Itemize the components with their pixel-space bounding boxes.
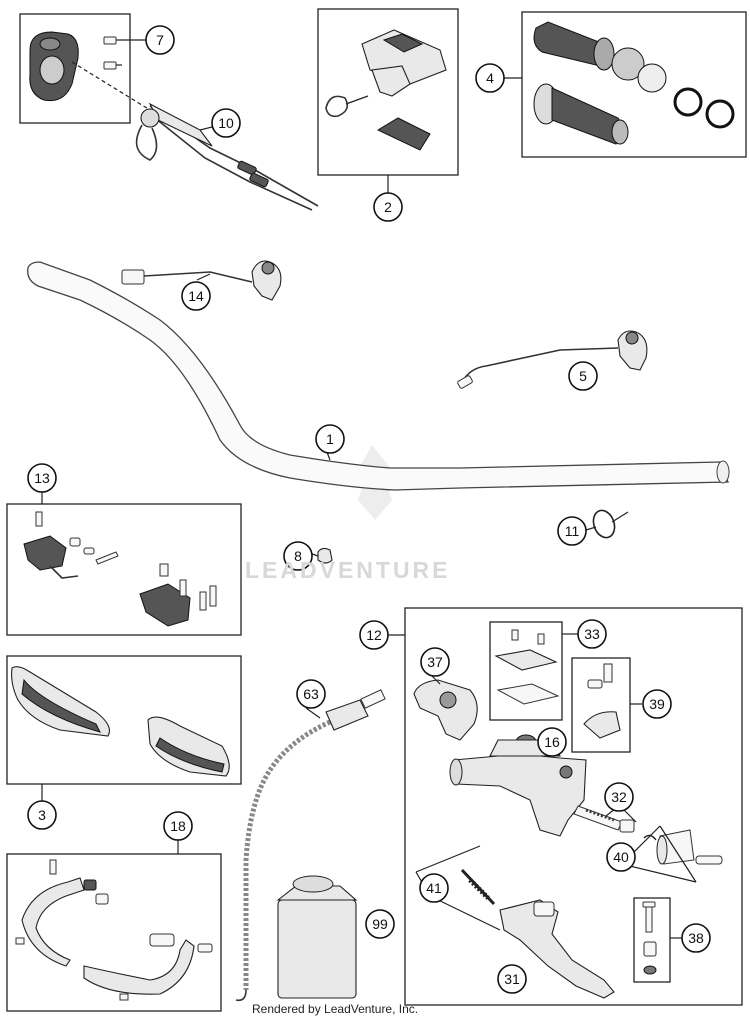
mc-clamp-part bbox=[583, 663, 621, 739]
bracket-upper-part bbox=[21, 859, 109, 967]
box-pivot-bolt bbox=[633, 897, 671, 983]
callout-10: 10 bbox=[211, 108, 241, 138]
callout-16-label: 16 bbox=[544, 734, 560, 750]
throttle-cables-part bbox=[135, 102, 319, 211]
callout-14: 14 bbox=[181, 281, 211, 311]
callout-63: 63 bbox=[296, 679, 326, 709]
kill-switch-part bbox=[121, 260, 282, 301]
box-reservoir-cap bbox=[489, 621, 563, 721]
bracket-lower-part bbox=[15, 933, 213, 1001]
cable-tie-part bbox=[325, 95, 369, 118]
callout-63-label: 63 bbox=[303, 686, 319, 702]
callout-40-label: 40 bbox=[613, 849, 629, 865]
box-clamp-39 bbox=[571, 657, 631, 753]
callout-37: 37 bbox=[420, 647, 450, 677]
throttle-housing-part bbox=[29, 31, 79, 102]
callout-38-label: 38 bbox=[688, 930, 704, 946]
callout-33-label: 33 bbox=[584, 626, 600, 642]
box-clamps bbox=[6, 503, 242, 636]
callout-39: 39 bbox=[642, 689, 672, 719]
switch-part bbox=[361, 29, 447, 97]
callout-32-label: 32 bbox=[611, 789, 627, 805]
callout-39-label: 39 bbox=[649, 696, 665, 712]
screws-part bbox=[103, 36, 122, 70]
grip-rings-part bbox=[673, 87, 735, 129]
callout-31: 31 bbox=[497, 964, 527, 994]
master-cylinder-part bbox=[449, 739, 587, 837]
callout-3-label: 3 bbox=[38, 807, 46, 823]
fluid-bottle-part bbox=[276, 875, 358, 999]
callout-7: 7 bbox=[145, 25, 175, 55]
clip-part bbox=[317, 547, 333, 564]
callout-41: 41 bbox=[419, 873, 449, 903]
start-switch-part bbox=[457, 330, 648, 389]
callout-33: 33 bbox=[577, 619, 607, 649]
callout-12: 12 bbox=[359, 620, 389, 650]
callout-18-label: 18 bbox=[170, 818, 186, 834]
callout-32: 32 bbox=[604, 782, 634, 812]
grip-left-part bbox=[533, 21, 667, 93]
callout-2-label: 2 bbox=[384, 199, 392, 215]
box-master-cylinder bbox=[404, 607, 743, 1006]
callout-16: 16 bbox=[537, 727, 567, 757]
clamp-lower-part bbox=[139, 563, 217, 627]
cable-tie-11-part bbox=[592, 509, 629, 539]
callout-41-label: 41 bbox=[426, 880, 442, 896]
clutch-lever-part bbox=[499, 899, 615, 999]
callout-7-label: 7 bbox=[156, 32, 164, 48]
callout-11-label: 11 bbox=[565, 523, 580, 539]
callout-40: 40 bbox=[606, 842, 636, 872]
callout-5: 5 bbox=[568, 361, 598, 391]
lever-guard-part bbox=[413, 679, 478, 741]
callout-10-label: 10 bbox=[218, 115, 234, 131]
adjuster-part bbox=[573, 805, 635, 833]
callout-13-label: 13 bbox=[34, 470, 50, 486]
handguard-right-part bbox=[147, 716, 230, 777]
clamp-upper-part bbox=[23, 511, 119, 579]
callout-4: 4 bbox=[475, 63, 505, 93]
callout-11: 11 bbox=[557, 516, 587, 546]
watermark-text: LEADVENTURE bbox=[245, 557, 451, 583]
callout-12-label: 12 bbox=[366, 627, 382, 643]
lever-pin-part bbox=[460, 868, 496, 906]
pivot-bolt-part bbox=[642, 901, 657, 975]
render-credit: Rendered by LeadVenture, Inc. bbox=[252, 1002, 419, 1016]
callout-37-label: 37 bbox=[427, 654, 443, 670]
callout-1-label: 1 bbox=[326, 431, 334, 447]
switch-mount-part bbox=[376, 117, 431, 151]
grip-right-part bbox=[533, 83, 629, 145]
callout-1: 1 bbox=[315, 424, 345, 454]
handlebar-part bbox=[27, 261, 729, 491]
handguard-left-part bbox=[11, 666, 111, 737]
callout-13: 13 bbox=[27, 463, 57, 493]
callout-2: 2 bbox=[373, 192, 403, 222]
callout-31-label: 31 bbox=[504, 971, 520, 987]
box-throttle-housing bbox=[19, 13, 131, 124]
callout-38: 38 bbox=[681, 923, 711, 953]
box-grips bbox=[521, 11, 747, 158]
callout-99-label: 99 bbox=[372, 916, 388, 932]
callout-8-label: 8 bbox=[294, 548, 302, 564]
box-brackets bbox=[6, 853, 222, 1012]
callout-5-label: 5 bbox=[579, 368, 587, 384]
piston-part bbox=[643, 829, 723, 865]
box-handguards bbox=[6, 655, 242, 785]
callout-3: 3 bbox=[27, 800, 57, 830]
callout-4-label: 4 bbox=[486, 70, 494, 86]
callout-14-label: 14 bbox=[188, 288, 204, 304]
callout-8: 8 bbox=[283, 541, 313, 571]
callout-18: 18 bbox=[163, 811, 193, 841]
reservoir-cap-part bbox=[494, 629, 560, 705]
callout-99: 99 bbox=[365, 909, 395, 939]
clutch-hose-part bbox=[235, 689, 386, 1002]
